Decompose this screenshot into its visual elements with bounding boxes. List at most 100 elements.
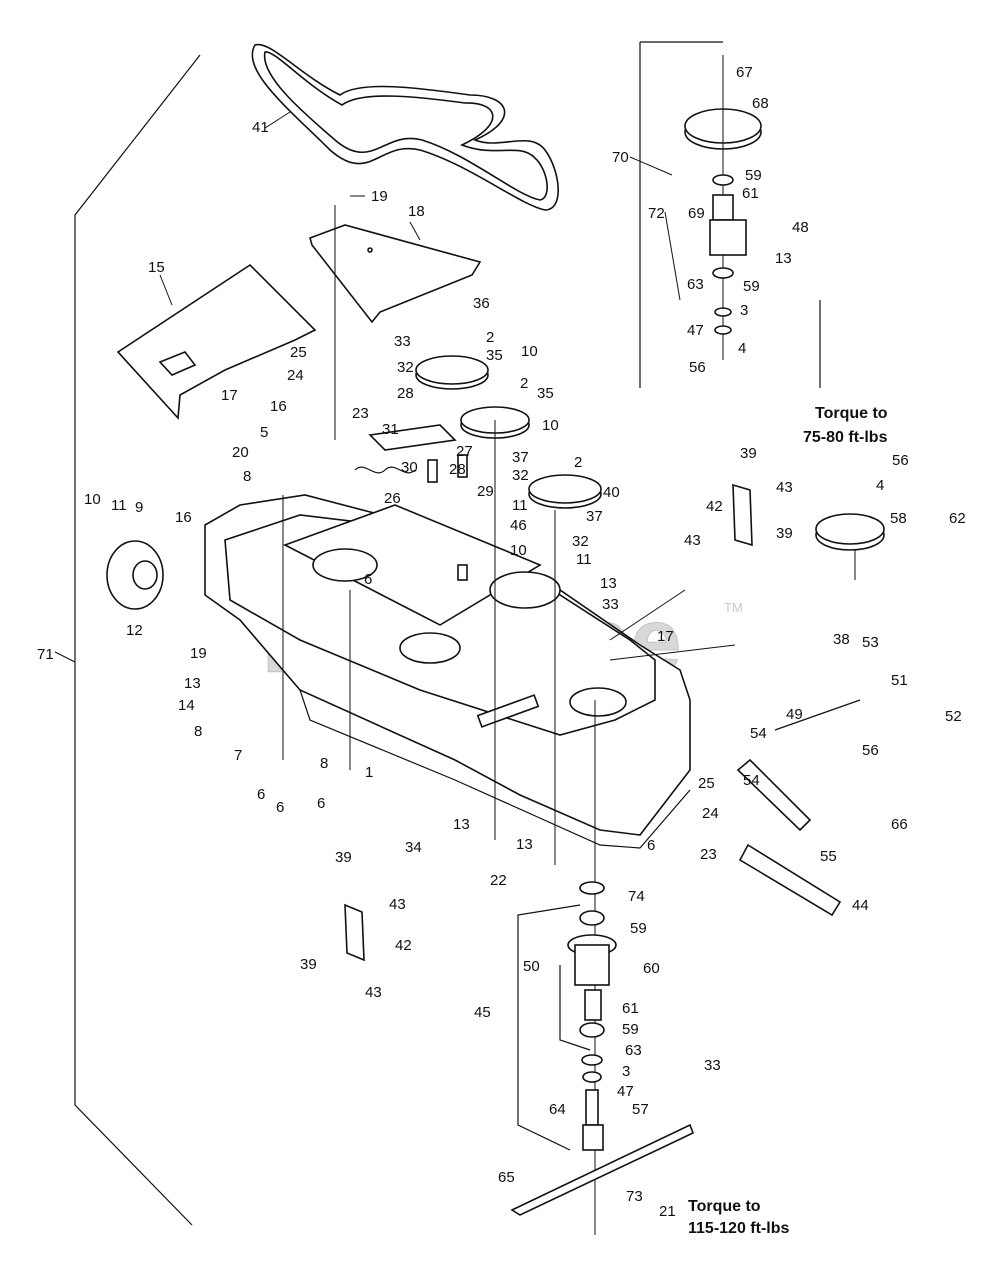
callout-label: 40 <box>603 484 620 501</box>
callout-label: 70 <box>612 149 629 166</box>
callout-label: 2 <box>486 329 494 346</box>
callout-label: 10 <box>521 343 538 360</box>
callout-label: 30 <box>401 459 418 476</box>
callout-label: 35 <box>537 385 554 402</box>
callout-label: 37 <box>512 449 529 466</box>
callout-label: 39 <box>300 956 317 973</box>
callout-label: 34 <box>405 839 422 856</box>
callout-label: 43 <box>365 984 382 1001</box>
callout-label: 6 <box>257 786 265 803</box>
spindle-assembly-drawing <box>510 881 695 1216</box>
callout-label: 8 <box>194 723 202 740</box>
callout-label: 72 <box>648 205 665 222</box>
callout-label: 47 <box>617 1083 634 1100</box>
callout-label: 61 <box>622 1000 639 1017</box>
callout-label: 47 <box>687 322 704 339</box>
left-shield-drawing <box>116 263 317 420</box>
callout-label: 19 <box>190 645 207 662</box>
callout-label: 25 <box>290 344 307 361</box>
callout-label: 25 <box>698 775 715 792</box>
callout-label: 22 <box>490 872 507 889</box>
callout-label: 17 <box>657 628 674 645</box>
callout-label: 13 <box>516 836 533 853</box>
callout-label: 36 <box>473 295 490 312</box>
callout-label: 8 <box>320 755 328 772</box>
callout-label: 13 <box>600 575 617 592</box>
callout-label: 45 <box>474 1004 491 1021</box>
callout-label: 15 <box>148 259 165 276</box>
callout-label: 14 <box>178 697 195 714</box>
hanger-bracket-drawings <box>344 483 861 962</box>
callout-label: 29 <box>477 483 494 500</box>
callout-label: 21 <box>659 1203 676 1220</box>
callout-label: 13 <box>453 816 470 833</box>
callout-label: 35 <box>486 347 503 364</box>
callout-label: 19 <box>371 188 388 205</box>
inset-70-frame <box>639 41 821 388</box>
callout-label: 39 <box>776 525 793 542</box>
callout-label: 4 <box>738 340 746 357</box>
callout-leaders <box>54 111 856 663</box>
callout-label: 33 <box>602 596 619 613</box>
assembly-71-bracket <box>74 54 201 1226</box>
callout-label: 42 <box>395 937 412 954</box>
callout-label: 28 <box>449 461 466 478</box>
callout-label: 55 <box>820 848 837 865</box>
callout-label: 68 <box>752 95 769 112</box>
group-50-bracket <box>559 965 591 1051</box>
callout-label: 64 <box>549 1101 566 1118</box>
callout-label: 6 <box>364 571 372 588</box>
callout-label: 66 <box>891 816 908 833</box>
callout-label: 50 <box>523 958 540 975</box>
torque-note-top-line1: Torque to <box>815 405 888 422</box>
callout-label: 59 <box>745 167 762 184</box>
callout-label: 16 <box>270 398 287 415</box>
callout-label: 49 <box>786 706 803 723</box>
callout-label: 59 <box>743 278 760 295</box>
callout-label: 67 <box>736 64 753 81</box>
callout-label: 33 <box>394 333 411 350</box>
callout-labels: 41 19 18 15 36 33 2 35 25 32 10 24 28 2 … <box>37 64 966 1220</box>
callout-label: 62 <box>949 510 966 527</box>
callout-label: 57 <box>632 1101 649 1118</box>
torque-note-bottom-line1: Torque to <box>688 1198 761 1215</box>
callout-label: 42 <box>706 498 723 515</box>
callout-label: 11 <box>512 497 528 514</box>
belt-drawing <box>251 43 559 211</box>
callout-label: 32 <box>512 467 529 484</box>
callout-label: 11 <box>576 551 592 568</box>
callout-label: 10 <box>510 542 527 559</box>
upper-spindle-drawing <box>709 174 747 335</box>
callout-label: 6 <box>647 837 655 854</box>
callout-label: 3 <box>740 302 748 319</box>
callout-label: 10 <box>84 491 101 508</box>
callout-label: 11 <box>111 497 127 514</box>
callout-label: 2 <box>520 375 528 392</box>
watermark-trademark: TM <box>724 600 743 615</box>
callout-label: 63 <box>625 1042 642 1059</box>
callout-label: 59 <box>630 920 647 937</box>
callout-label: 39 <box>335 849 352 866</box>
callout-label: 6 <box>317 795 325 812</box>
callout-label: 7 <box>234 747 242 764</box>
callout-label: 59 <box>622 1021 639 1038</box>
callout-label: 74 <box>628 888 645 905</box>
callout-label: 37 <box>586 508 603 525</box>
callout-label: 38 <box>833 631 850 648</box>
callout-label: 71 <box>37 646 54 663</box>
callout-label: 73 <box>626 1188 643 1205</box>
callout-label: 1 <box>365 764 373 781</box>
callout-label: 32 <box>572 533 589 550</box>
callout-label: 44 <box>852 897 869 914</box>
callout-label: 54 <box>750 725 767 742</box>
deck-shield-drawing <box>309 224 482 324</box>
callout-label: 31 <box>382 421 399 438</box>
gauge-wheel-drawing <box>106 540 164 610</box>
callout-label: 61 <box>742 185 759 202</box>
callout-label: 9 <box>135 499 143 516</box>
idler-arm-drawing <box>354 424 468 581</box>
callout-label: 32 <box>397 359 414 376</box>
callout-label: 51 <box>891 672 908 689</box>
callout-label: 58 <box>890 510 907 527</box>
